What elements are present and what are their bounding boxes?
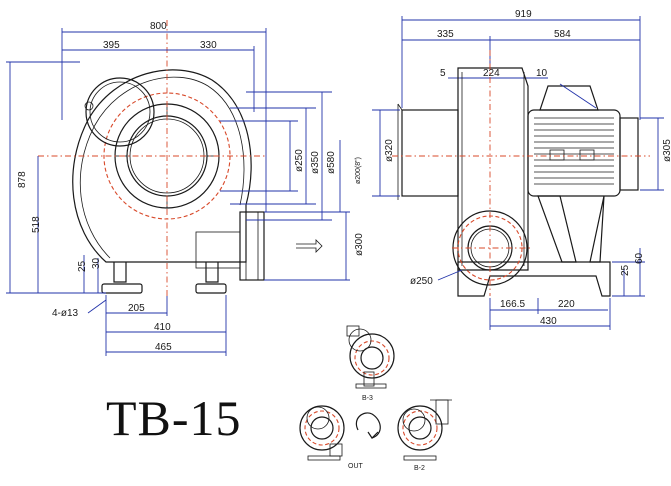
dim-overall-length: 919 bbox=[515, 9, 532, 20]
inlet-eye bbox=[85, 77, 155, 147]
dim-base-total: 430 bbox=[540, 316, 557, 327]
dim-housing-width: 224 bbox=[483, 68, 500, 79]
label-b3: B-3 bbox=[362, 395, 373, 402]
dim-dia-250: ø250 bbox=[294, 149, 305, 172]
dim-center-height: 518 bbox=[31, 216, 42, 233]
dim-outlet-flange: ø300 bbox=[354, 233, 365, 256]
motor-body bbox=[527, 109, 621, 197]
orientation-top: B-3 bbox=[346, 325, 395, 402]
dim-base-holes: 410 bbox=[154, 322, 171, 333]
foot-left bbox=[101, 283, 143, 294]
dim-side-base-thick: 25 bbox=[620, 264, 631, 276]
dim-flange-b: 10 bbox=[536, 68, 548, 79]
scroll-housing bbox=[72, 69, 252, 263]
side-housing bbox=[457, 67, 529, 271]
dim-motor-dia: ø305 bbox=[662, 139, 671, 162]
dim-flange-a: 5 bbox=[440, 68, 446, 79]
outlet-flange bbox=[239, 211, 265, 281]
dim-side-base-holes: 220 bbox=[558, 299, 575, 310]
side-base bbox=[457, 261, 611, 297]
dim-overall-height: 878 bbox=[17, 171, 28, 188]
dim-inlet-dia: ø320 bbox=[384, 139, 395, 162]
orientation-left: OUT bbox=[299, 405, 364, 470]
label-b2: B-2 bbox=[414, 465, 425, 472]
dim-housing-len: 335 bbox=[437, 29, 454, 40]
dim-center-to-right: 330 bbox=[200, 40, 217, 51]
inlet-duct bbox=[401, 109, 459, 197]
label-out: OUT bbox=[348, 463, 364, 470]
dim-base-width: 465 bbox=[155, 342, 172, 353]
dim-overall-width: 800 bbox=[150, 21, 167, 32]
front-view: 800 395 330 878 518 25 30 4-ø13 205 410 … bbox=[6, 20, 365, 356]
dim-base-left: 166.5 bbox=[500, 299, 525, 310]
dim-foot-height: 30 bbox=[91, 257, 102, 269]
dim-left-to-center: 395 bbox=[103, 40, 120, 51]
dim-dia-580: ø580 bbox=[326, 151, 337, 174]
dim-inlet-flange: ø250 bbox=[410, 276, 433, 287]
motor-endcap bbox=[619, 117, 639, 191]
orientation-right: B-2 bbox=[397, 399, 452, 472]
dim-bolt-holes: 4-ø13 bbox=[52, 308, 79, 319]
model-title: TB-15 bbox=[106, 390, 242, 446]
dim-dia-350: ø350 bbox=[310, 151, 321, 174]
dim-base-h: 60 bbox=[634, 252, 645, 264]
dim-base-thick: 25 bbox=[77, 260, 88, 272]
side-view: 919 335 584 5 224 10 bbox=[372, 9, 671, 330]
rotation-arrow bbox=[355, 412, 381, 439]
terminal-box bbox=[539, 85, 599, 111]
dim-outlet: ø200(8") bbox=[355, 157, 362, 184]
dim-half-base: 205 bbox=[128, 303, 145, 314]
dim-motor-len: 584 bbox=[554, 29, 571, 40]
foot-right bbox=[195, 283, 227, 294]
